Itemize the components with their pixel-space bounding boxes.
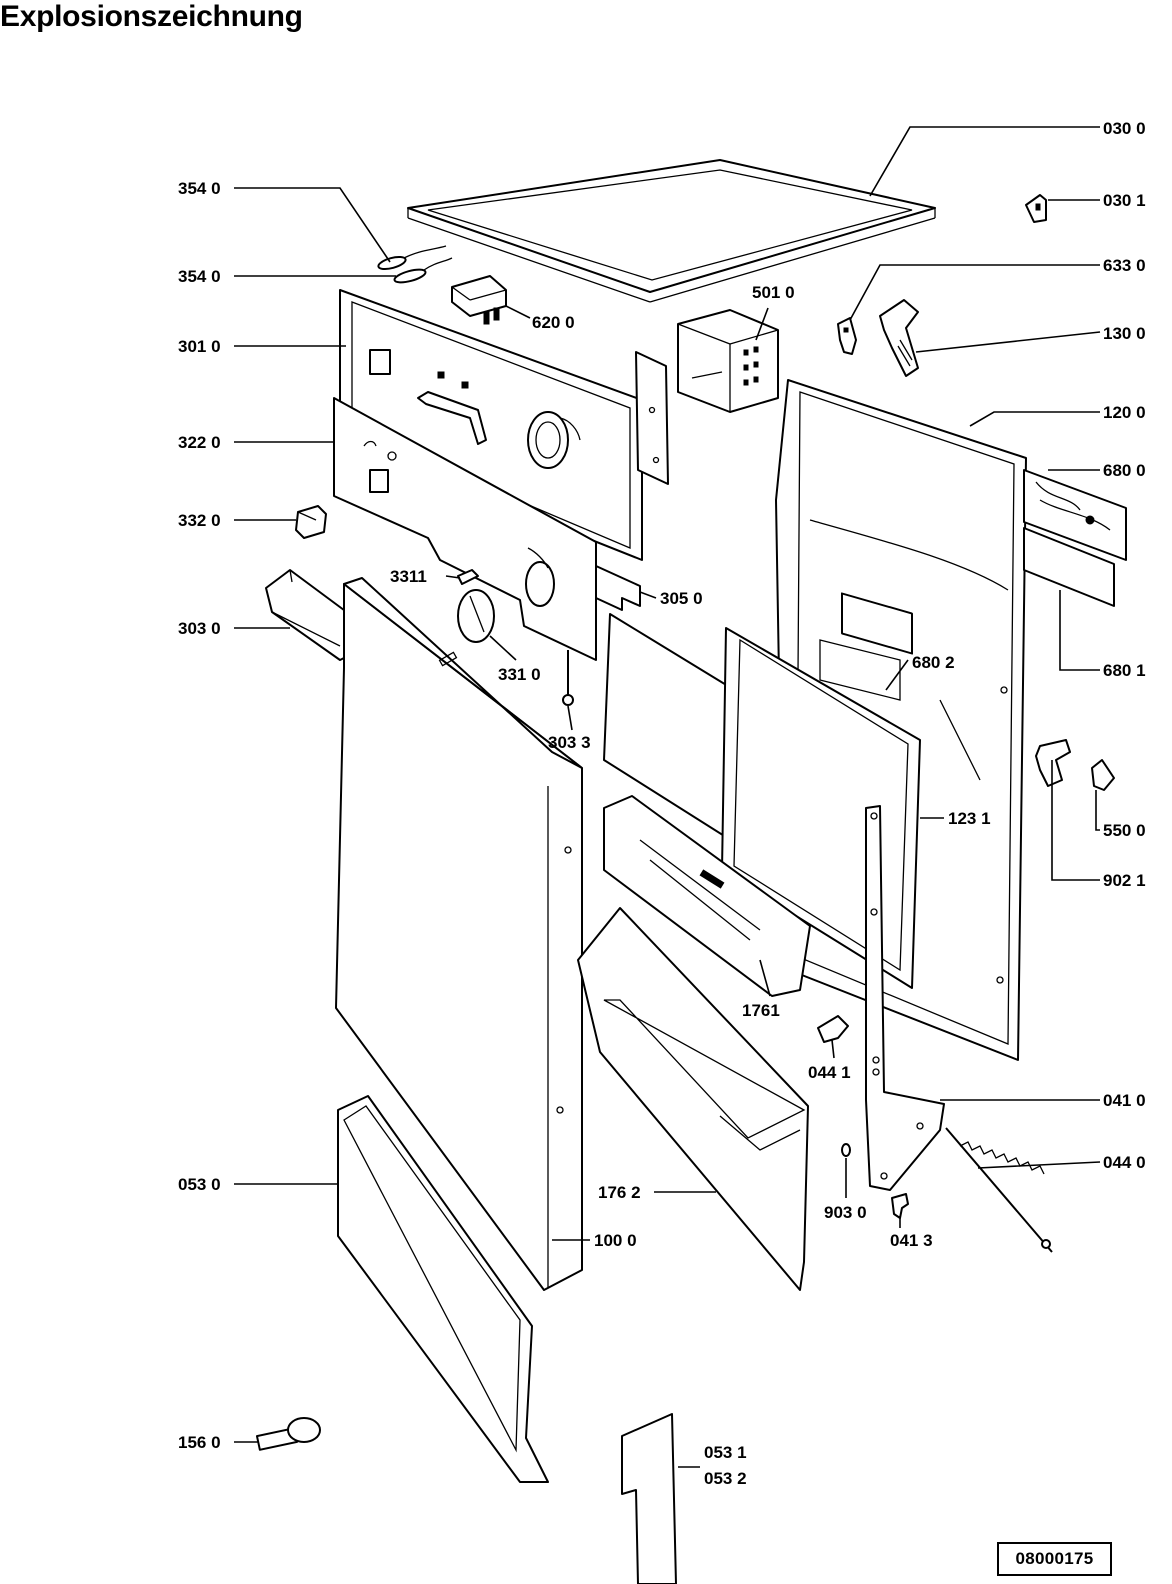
leader-lines xyxy=(234,126,1101,1468)
label-5500: 550 0 xyxy=(1103,821,1146,840)
part-1300-door-lock xyxy=(879,299,919,377)
part-0440-spring xyxy=(945,1127,1053,1253)
part-3320-knob xyxy=(295,505,327,539)
document-number-box: 08000175 xyxy=(997,1542,1112,1576)
label-3540-upper: 354 0 xyxy=(178,179,221,198)
part-3030-handle xyxy=(265,569,357,661)
label-6200: 620 0 xyxy=(532,313,575,332)
part-9021-bracket xyxy=(1035,739,1071,787)
label-3320: 332 0 xyxy=(178,511,221,530)
part-side-bracket xyxy=(635,351,669,485)
label-0530: 053 0 xyxy=(178,1175,221,1194)
label-1560: 156 0 xyxy=(178,1433,221,1452)
label-1300: 130 0 xyxy=(1103,324,1146,343)
part-0531-0532-insert xyxy=(621,1413,677,1584)
label-6802: 680 2 xyxy=(912,653,955,672)
part-6800-control-board xyxy=(1023,469,1127,561)
label-0532: 053 2 xyxy=(704,1469,747,1488)
label-5010: 501 0 xyxy=(752,283,795,302)
label-0440: 044 0 xyxy=(1103,1153,1146,1172)
label-0410: 041 0 xyxy=(1103,1091,1146,1110)
part-6330-latch xyxy=(837,317,857,355)
part-3050-clip xyxy=(595,565,641,611)
label-1761: 1761 xyxy=(742,1001,780,1020)
page-title: Explosionszeichnung xyxy=(0,0,303,33)
label-0441: 044 1 xyxy=(808,1063,851,1082)
label-6330: 633 0 xyxy=(1103,256,1146,275)
part-1761-handle-strip xyxy=(603,795,811,997)
part-0301-clip xyxy=(1025,194,1047,223)
part-6200-plug xyxy=(451,275,507,325)
label-6801: 680 1 xyxy=(1103,661,1146,680)
label-0301: 030 1 xyxy=(1103,191,1146,210)
part-0413-rivet xyxy=(891,1193,909,1219)
label-1762: 176 2 xyxy=(598,1183,641,1202)
label-3310: 331 0 xyxy=(498,665,541,684)
part-5500-small-part xyxy=(1091,759,1115,791)
part-3310-rotary-knob xyxy=(457,547,555,643)
part-0300-top-cover xyxy=(407,159,936,303)
label-0300: 030 0 xyxy=(1103,119,1146,138)
label-0413: 041 3 xyxy=(890,1231,933,1250)
part-3033-pin xyxy=(562,650,574,706)
label-3010: 301 0 xyxy=(178,337,221,356)
part-labels: 030 0 030 1 633 0 130 0 120 0 680 0 680 … xyxy=(178,119,1146,1488)
label-3220: 322 0 xyxy=(178,433,221,452)
part-9030-washer xyxy=(841,1143,851,1157)
label-0531: 053 1 xyxy=(704,1443,747,1462)
part-hinge-arm xyxy=(865,805,945,1191)
label-3050: 305 0 xyxy=(660,589,703,608)
label-3033: 303 3 xyxy=(548,733,591,752)
label-9021: 902 1 xyxy=(1103,871,1146,890)
label-1200: 120 0 xyxy=(1103,403,1146,422)
part-3010-control-panel xyxy=(339,289,643,561)
part-0441-screw xyxy=(817,1015,849,1043)
label-6800: 680 0 xyxy=(1103,461,1146,480)
part-1560-screw xyxy=(255,1417,321,1451)
part-1762-lower-panel xyxy=(577,907,809,1291)
part-3540-cables xyxy=(377,245,453,284)
part-5010-timer xyxy=(677,309,779,413)
label-3311: 3311 xyxy=(390,567,427,586)
part-6801-cover-strip xyxy=(1023,527,1115,607)
part-1000-outer-door xyxy=(335,577,583,1291)
label-1000: 100 0 xyxy=(594,1231,637,1250)
label-1231: 123 1 xyxy=(948,809,991,828)
part-0530-plinth xyxy=(337,1095,549,1483)
part-3311-indicator xyxy=(457,569,479,585)
label-3030: 303 0 xyxy=(178,619,221,638)
label-3540-lower: 354 0 xyxy=(178,267,221,286)
label-9030: 903 0 xyxy=(824,1203,867,1222)
